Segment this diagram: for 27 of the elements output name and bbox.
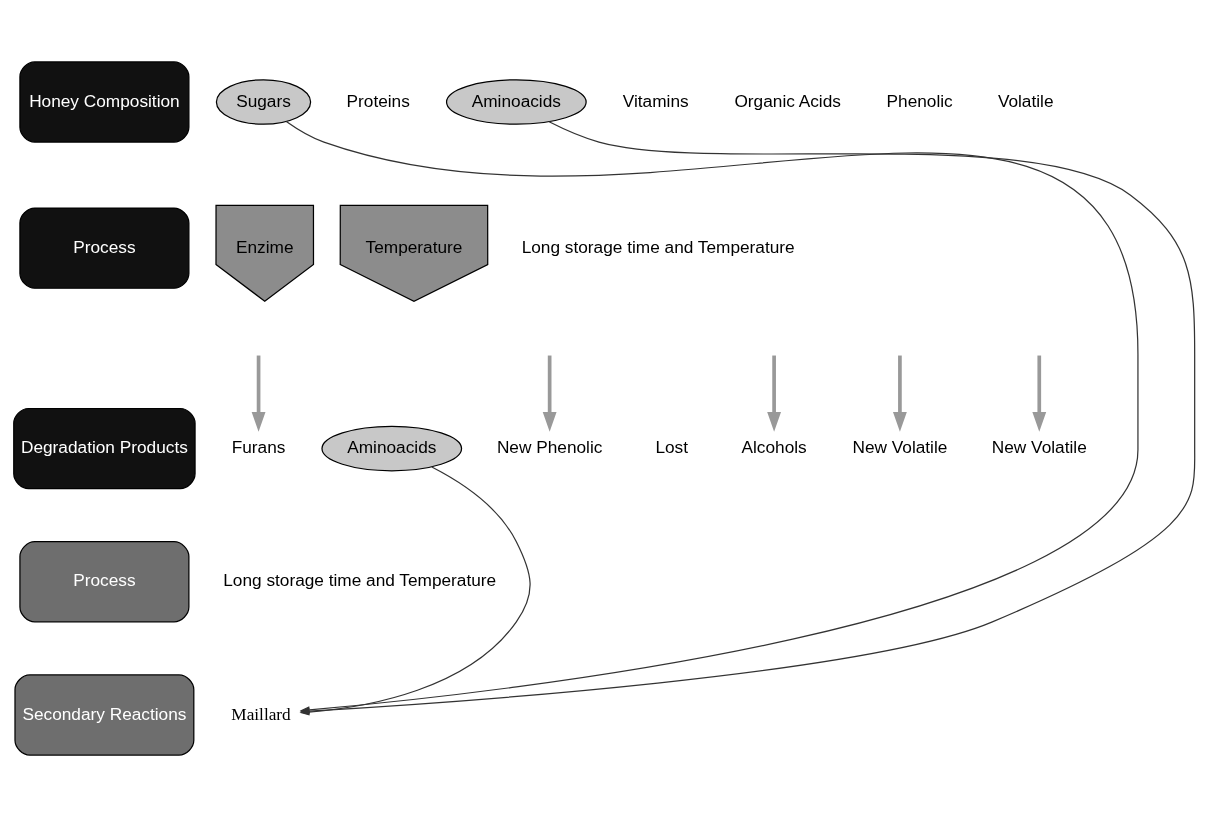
node-text: Alcohols [741,436,807,457]
arrow [1032,355,1047,432]
node-box: Secondary Reactions [14,673,195,756]
node-text: Organic Acids [734,90,841,111]
node-box: Process [19,540,190,622]
arrow [542,355,557,432]
node-ellipse: Aminoacids [445,78,587,125]
arrow [251,355,266,432]
node-text: Proteins [346,90,410,111]
node-ellipse: Aminoacids [321,425,463,471]
node-text: Furans [231,436,286,457]
node-ellipse: Sugars [215,78,312,125]
node-box: Process [19,206,190,289]
node-text: Volatile [997,90,1054,111]
node-box: Honey Composition [19,60,190,143]
arrow [893,355,907,432]
node-text: New Volatile [991,436,1087,457]
node-text: Maillard [231,704,291,724]
arrow [767,355,782,432]
node-text: Long storage time and Temperature [223,569,497,590]
node-text: Long storage time and Temperature [521,236,795,257]
node-box: Degradation Products [13,407,196,489]
node-text: Lost [655,436,689,457]
node-text: Vitamins [622,90,689,111]
node-text: New Phenolic [496,436,603,457]
node-text: Phenolic [886,90,953,111]
node-text: New Volatile [852,436,948,457]
